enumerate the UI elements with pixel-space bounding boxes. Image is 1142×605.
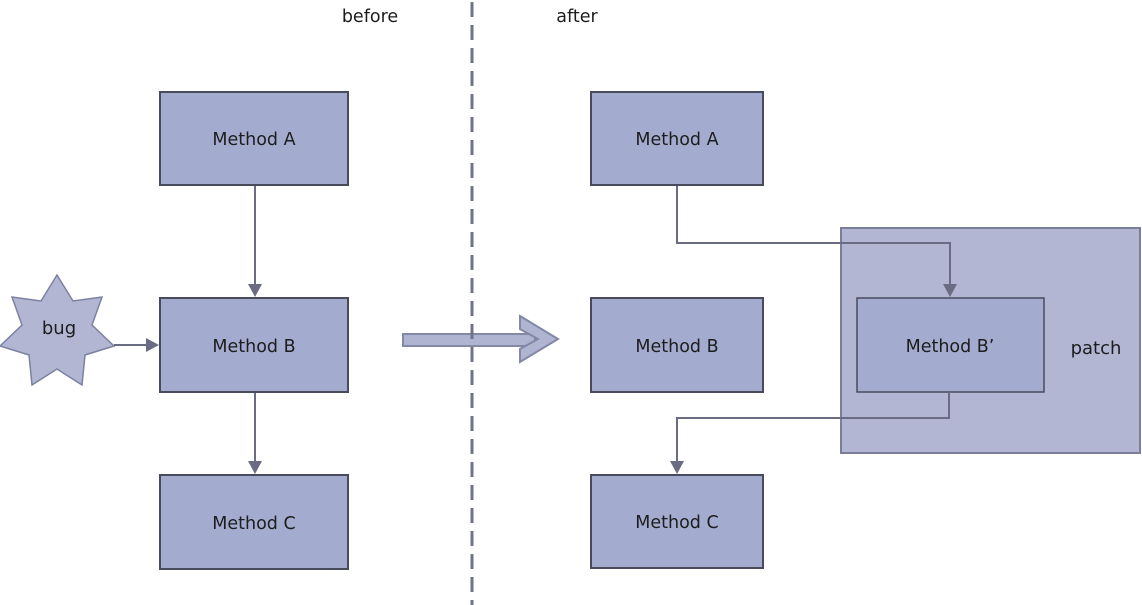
bug-star-label: bug bbox=[42, 318, 76, 339]
arrowhead-icon bbox=[146, 338, 159, 352]
node-method-a-after-label: Method A bbox=[635, 130, 718, 150]
node-method-c-before-label: Method C bbox=[212, 514, 295, 534]
transform-arrow-icon bbox=[402, 314, 560, 364]
node-method-b-before bbox=[159, 297, 349, 393]
node-method-b-prime bbox=[856, 297, 1045, 393]
node-method-a-before-label: Method A bbox=[212, 130, 295, 150]
node-method-b-before-label: Method B bbox=[212, 337, 295, 357]
arrow-a-to-b-before bbox=[248, 186, 262, 297]
node-method-c-before bbox=[159, 474, 349, 570]
patch-region-label: patch bbox=[1071, 338, 1122, 359]
label-after: after bbox=[556, 7, 598, 27]
bug-star-icon bbox=[0, 273, 116, 387]
arrowhead-icon bbox=[943, 284, 957, 297]
node-method-a-before bbox=[159, 91, 349, 186]
after-section: patch Method A Method B Method B’ Method… bbox=[590, 91, 1141, 569]
arrow-b-to-c-before bbox=[248, 393, 262, 474]
arrowhead-icon bbox=[248, 461, 262, 474]
node-method-c-after bbox=[590, 474, 764, 569]
node-method-b-after-label: Method B bbox=[635, 337, 718, 357]
label-before: before bbox=[342, 7, 398, 27]
before-section: Method A Method B Method C bug bbox=[0, 91, 349, 570]
connector-b-prime-to-c bbox=[670, 393, 950, 474]
node-method-b-after bbox=[590, 297, 764, 393]
node-method-b-prime-label: Method B’ bbox=[906, 337, 995, 357]
arrowhead-icon bbox=[248, 284, 262, 297]
node-method-a-after bbox=[590, 91, 764, 186]
arrowhead-icon bbox=[670, 461, 684, 474]
node-method-c-after-label: Method C bbox=[635, 513, 718, 533]
arrow-bug-to-b bbox=[114, 338, 159, 352]
connector-a-to-b-prime bbox=[676, 186, 957, 297]
